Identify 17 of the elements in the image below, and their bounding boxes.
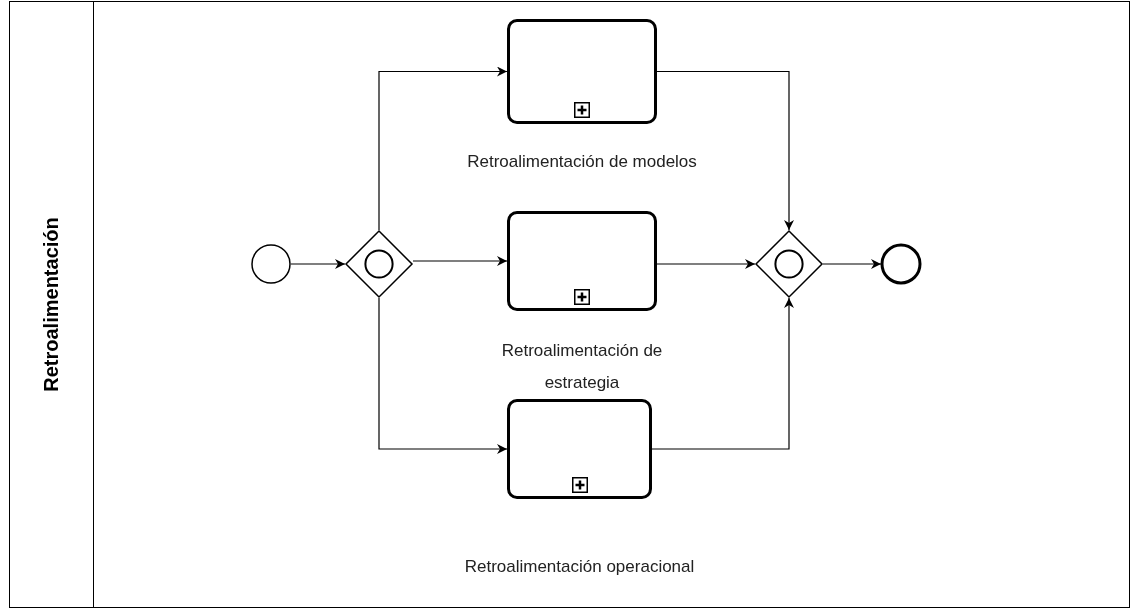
sequence-flow-arrow bbox=[651, 297, 794, 450]
inclusive-gateway-diamond bbox=[345, 230, 413, 298]
start-event-circle bbox=[251, 244, 291, 284]
end-event-circle bbox=[881, 244, 921, 284]
task-label: Retroalimentación operacional bbox=[463, 556, 696, 578]
lane-title: Retroalimentación bbox=[40, 217, 63, 392]
task-label: Retroalimentación de modelos bbox=[466, 151, 698, 173]
sequence-flow-arrow bbox=[656, 259, 756, 269]
sequence-flow-arrow bbox=[822, 259, 882, 269]
inclusive-gateway-diamond bbox=[755, 230, 823, 298]
sequence-flow-arrow bbox=[412, 256, 508, 266]
sequence-flow-arrow bbox=[290, 259, 346, 269]
pool-lane bbox=[9, 1, 1130, 608]
sequence-flow-arrow bbox=[378, 66, 508, 231]
task-label: Retroalimentación de estrategia bbox=[500, 340, 664, 394]
sequence-flow-arrow bbox=[378, 297, 508, 454]
sequence-flow-arrow bbox=[656, 70, 794, 231]
